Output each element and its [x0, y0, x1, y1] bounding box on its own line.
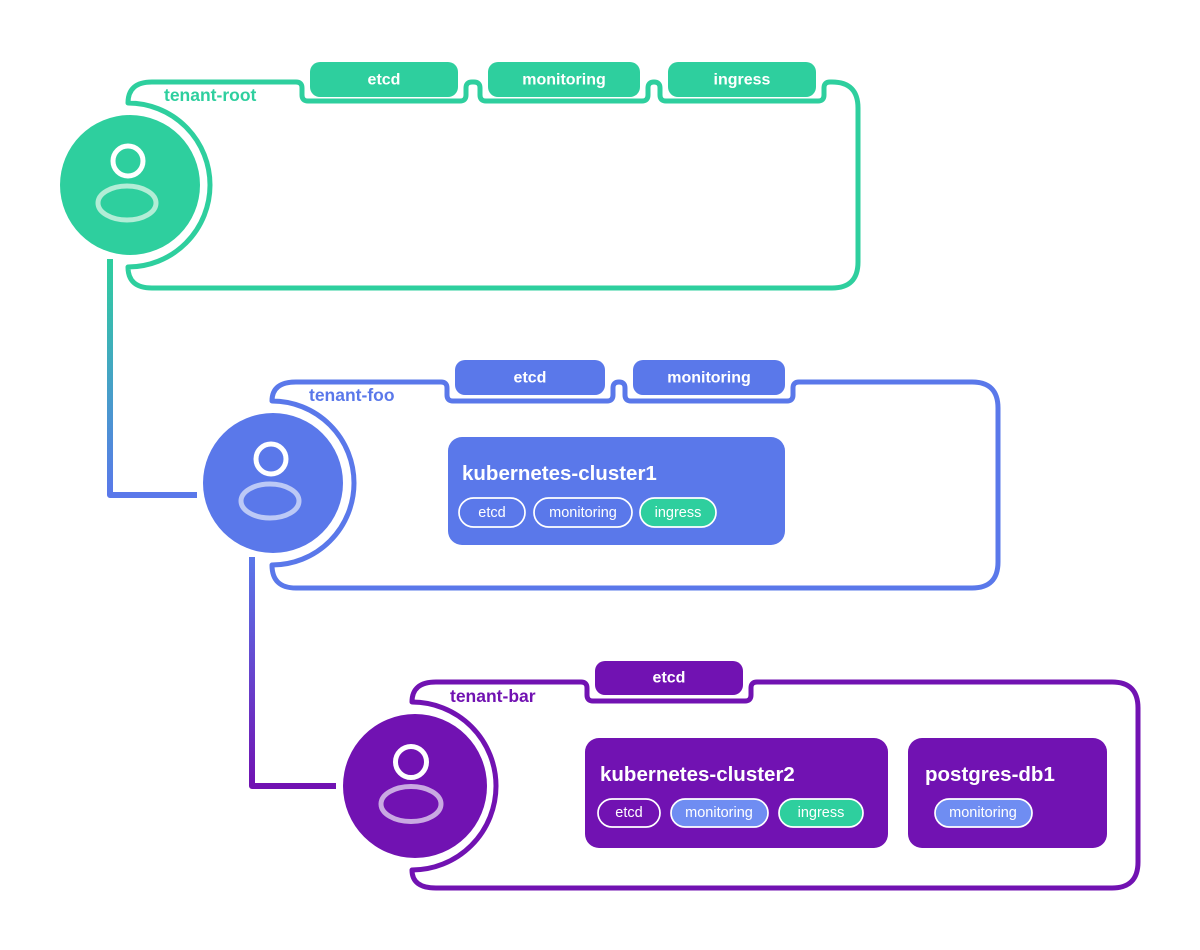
tag-label: ingress — [714, 72, 771, 89]
tenant-bar-tag-etcd: etcd — [595, 661, 743, 695]
tenant-root-tag-monitoring: monitoring — [488, 62, 640, 97]
tag-label: monitoring — [522, 72, 606, 89]
tenant-bar-avatar — [343, 714, 487, 858]
tenant-root-tag-etcd: etcd — [310, 62, 458, 97]
postgres-pill-monitoring: monitoring — [934, 798, 1033, 828]
user-icon — [253, 441, 289, 477]
cluster1-pill-ingress: ingress — [639, 497, 717, 528]
pill — [597, 798, 661, 828]
cluster2-pill-ingress: ingress — [778, 798, 864, 828]
tag-label: monitoring — [667, 370, 751, 387]
tenant-root-box — [125, 79, 861, 291]
tenant-foo-tag-monitoring: monitoring — [633, 360, 785, 395]
tenant-bar-group: tenant-bar etcd kubernetes-cluster2 etcd… — [343, 661, 1141, 891]
connector-root-to-foo — [107, 259, 197, 498]
resource-title: kubernetes-cluster2 — [600, 763, 795, 786]
user-icon-body — [238, 481, 302, 521]
tenant-foo-avatar — [203, 413, 343, 553]
user-icon — [393, 744, 429, 780]
connector-foo-to-bar — [249, 557, 336, 789]
pill — [458, 497, 526, 528]
tag-pill — [310, 62, 458, 97]
pill-label: monitoring — [949, 805, 1017, 821]
cluster1-pill-etcd: etcd — [458, 497, 526, 528]
tenant-bar-label: tenant-bar — [450, 686, 536, 706]
tenant-bar-box — [409, 679, 1141, 891]
cluster2-pill-monitoring: monitoring — [670, 798, 769, 828]
resource-box — [585, 738, 888, 848]
user-icon — [110, 143, 146, 179]
pill-label: etcd — [615, 805, 642, 821]
pill-label: ingress — [655, 505, 702, 521]
tenant-root-tag-ingress: ingress — [668, 62, 816, 97]
tenant-root-group: tenant-root etcd monitoring ingress — [60, 62, 861, 291]
pill — [533, 497, 633, 528]
pill-label: monitoring — [549, 505, 617, 521]
resource-kubernetes-cluster2: kubernetes-cluster2 etcd monitoring ingr… — [585, 738, 888, 848]
resource-title: kubernetes-cluster1 — [462, 462, 657, 485]
pill-label: ingress — [798, 805, 845, 821]
resource-box — [448, 437, 785, 545]
user-icon-body — [95, 183, 159, 223]
tenant-foo-group: tenant-foo etcd monitoring kubernetes-cl… — [203, 360, 1001, 591]
tenant-foo-tag-etcd: etcd — [455, 360, 605, 395]
cluster2-pill-etcd: etcd — [597, 798, 661, 828]
tenant-root-label: tenant-root — [164, 85, 257, 105]
resource-kubernetes-cluster1: kubernetes-cluster1 etcd monitoring ingr… — [448, 437, 785, 545]
tag-label: etcd — [653, 670, 686, 687]
tag-label: etcd — [368, 72, 401, 89]
cluster1-pill-monitoring: monitoring — [533, 497, 633, 528]
resource-postgres-db1: postgres-db1 monitoring — [908, 738, 1107, 848]
pill — [934, 798, 1033, 828]
resource-title: postgres-db1 — [925, 763, 1055, 786]
tag-pill — [633, 360, 785, 395]
tenant-root-avatar — [60, 115, 200, 255]
tag-pill — [455, 360, 605, 395]
pill — [778, 798, 864, 828]
tenant-foo-box — [269, 379, 1001, 591]
pill-label: monitoring — [685, 805, 753, 821]
tag-pill — [668, 62, 816, 97]
tenant-foo-label: tenant-foo — [309, 385, 395, 405]
tag-label: etcd — [514, 370, 547, 387]
tag-pill — [595, 661, 743, 695]
tag-pill — [488, 62, 640, 97]
pill — [639, 497, 717, 528]
user-icon-body — [378, 784, 444, 824]
pill-label: etcd — [478, 505, 505, 521]
resource-box — [908, 738, 1107, 848]
pill — [670, 798, 769, 828]
